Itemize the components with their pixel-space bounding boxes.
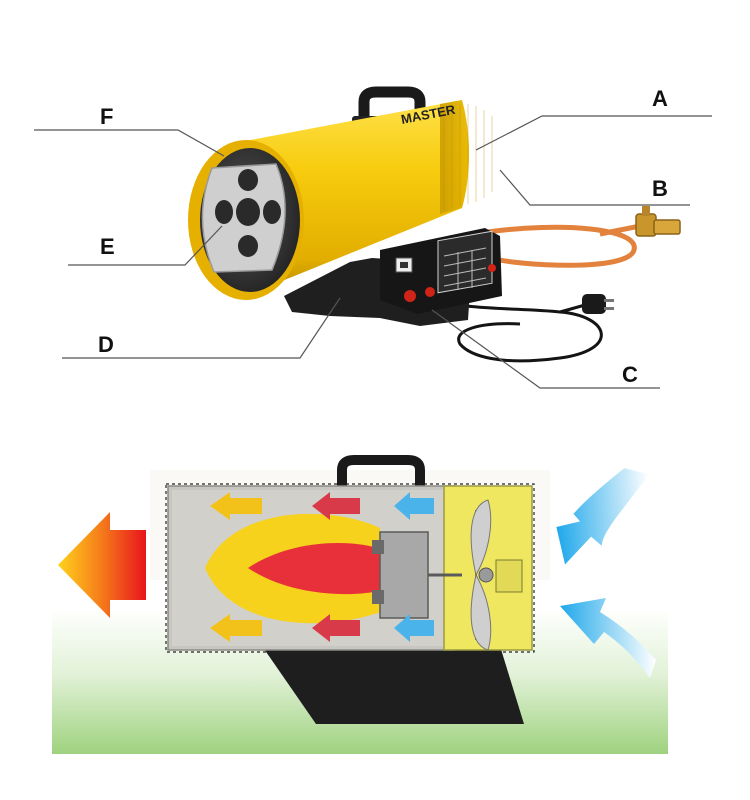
internal-airflow-arrows	[210, 492, 434, 642]
burner	[379, 531, 429, 619]
carry-handle	[358, 86, 426, 124]
outlet-holes	[215, 169, 281, 257]
label-c: C	[622, 362, 638, 387]
label-e: E	[100, 234, 115, 259]
leader-lines	[34, 115, 712, 389]
label-f: F	[100, 104, 113, 129]
leader-b	[499, 169, 690, 206]
cutaway-handle	[337, 455, 425, 488]
label-a: A	[652, 86, 668, 111]
leader-d	[62, 297, 341, 359]
leader-e	[68, 225, 223, 266]
cutaway-base	[262, 646, 524, 724]
cold-air-arrow-top	[556, 468, 649, 565]
power-plug-icon	[582, 294, 614, 314]
leader-c	[431, 309, 660, 389]
air-intake-grille	[440, 100, 469, 214]
label-d: D	[98, 332, 114, 357]
heater-unit: MASTER	[188, 86, 681, 363]
flame-inner	[248, 543, 384, 595]
fan-icon	[470, 499, 523, 651]
leader-a	[475, 115, 712, 151]
gas-hose	[487, 224, 637, 268]
label-b: B	[652, 176, 668, 201]
leader-f	[34, 129, 225, 157]
power-cable	[431, 298, 603, 363]
hot-air-arrow	[58, 512, 146, 618]
ignition-button-icon	[404, 290, 416, 302]
cold-air-arrow-bottom	[560, 598, 656, 678]
gas-regulator-icon	[635, 206, 681, 237]
